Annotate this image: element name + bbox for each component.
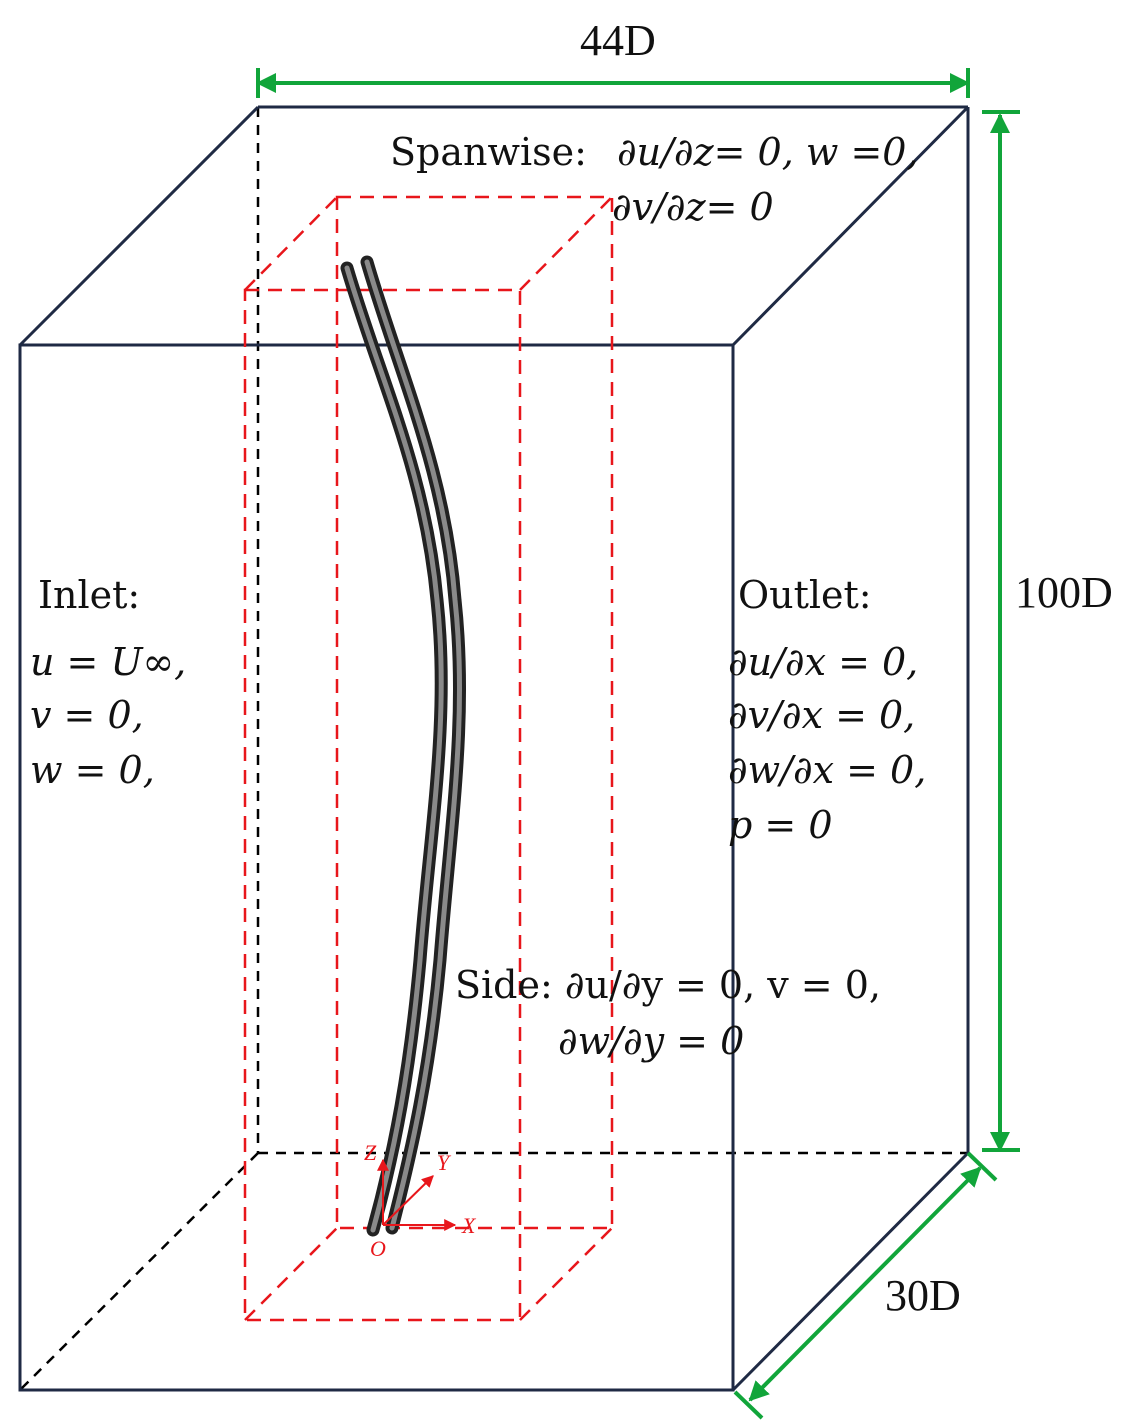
hidden-edges [19, 107, 968, 1391]
outlet-bc-line-4: p = 0 [728, 803, 833, 847]
side-bc-line-2: ∂w/∂y = 0 [558, 1019, 744, 1063]
height-dimension-label: 100D [1015, 568, 1113, 617]
axis-x-label: X [461, 1213, 477, 1238]
axis-y-label: Y [437, 1150, 452, 1175]
width-dimension-label: 44D [580, 16, 656, 65]
inlet-bc-line-3: w = 0, [30, 748, 155, 792]
spanwise-bc-line-2: ∂v/∂z= 0 [612, 185, 774, 229]
outlet-bc-line-1: ∂u/∂x = 0, [728, 640, 918, 684]
inlet-bc-line-2: v = 0, [30, 693, 144, 737]
spanwise-bc-title: Spanwise: [390, 130, 587, 174]
outlet-bc-line-2: ∂v/∂x = 0, [728, 693, 915, 737]
inlet-bc-line-1: u = U∞, [30, 640, 186, 684]
dimension-arrows [256, 68, 1020, 1420]
flexible-risers [340, 255, 467, 1237]
outlet-bc-line-3: ∂w/∂x = 0, [728, 748, 926, 792]
depth-dimension-label: 30D [885, 1271, 961, 1320]
coordinate-axes [377, 1158, 457, 1231]
axis-origin-label: O [370, 1236, 386, 1261]
axis-z-label: Z [364, 1140, 377, 1165]
refinement-box [243, 195, 614, 1322]
inlet-bc-title: Inlet: [38, 573, 140, 617]
spanwise-bc-line-1: ∂u/∂z= 0, w =0, [617, 130, 919, 174]
domain-box [18, 105, 970, 1392]
outlet-bc-title: Outlet: [738, 573, 872, 617]
side-bc-line-1: Side: ∂u/∂y = 0, v = 0, [455, 963, 881, 1007]
